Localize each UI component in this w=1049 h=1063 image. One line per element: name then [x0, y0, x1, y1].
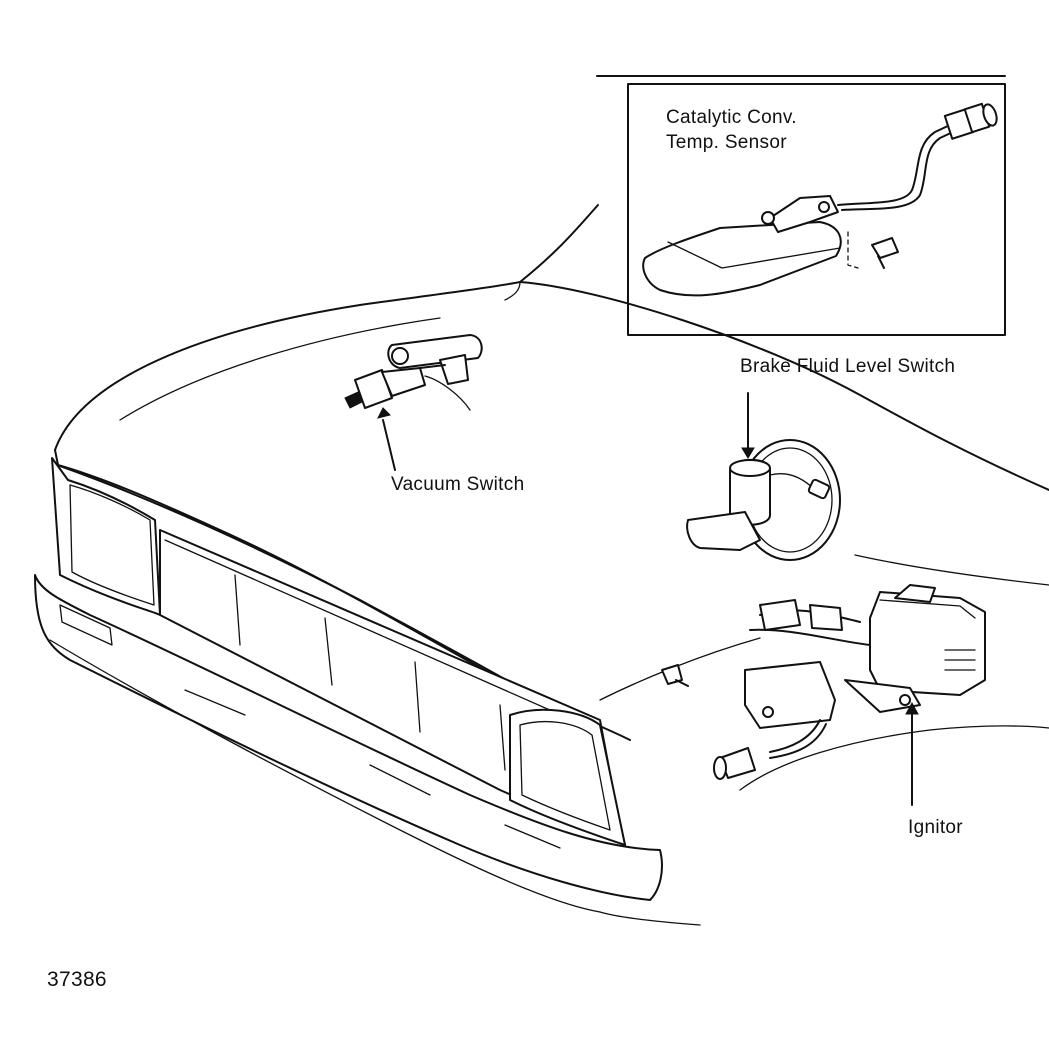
ignitor-label: Ignitor: [908, 817, 963, 838]
figure-number: 37386: [47, 968, 107, 991]
catalytic-sensor-label-line1: Catalytic Conv.: [666, 107, 797, 128]
vacuum-switch-label: Vacuum Switch: [391, 474, 525, 495]
ignitor-part: [661, 584, 986, 806]
catalytic-sensor-inset: [596, 75, 1006, 336]
vehicle-body-outline: [34, 204, 1049, 926]
brake-fluid-label: Brake Fluid Level Switch: [740, 356, 956, 377]
vacuum-switch-part: [344, 334, 483, 471]
catalytic-sensor-label-line2: Temp. Sensor: [666, 132, 787, 153]
brake-fluid-switch-part: [686, 392, 841, 561]
